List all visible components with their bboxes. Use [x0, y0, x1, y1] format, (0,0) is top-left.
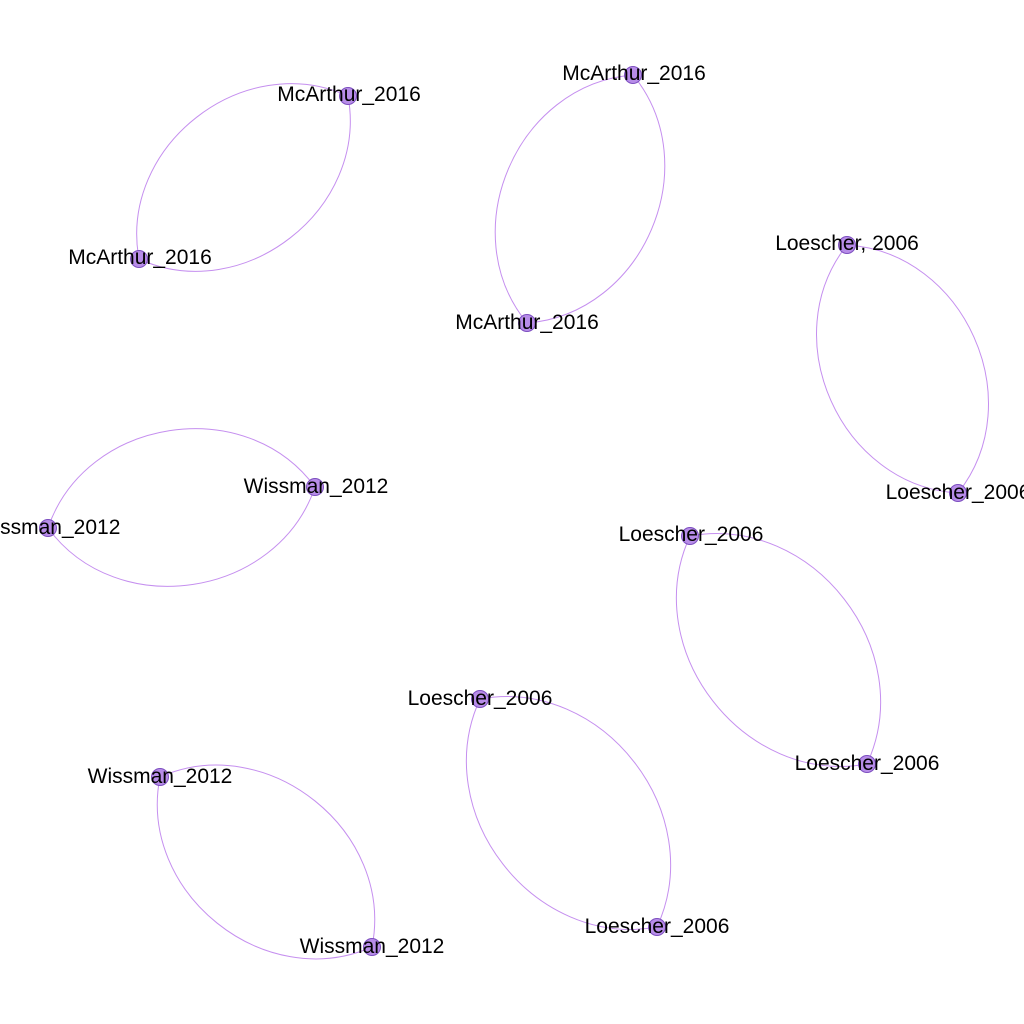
graph-edge [465, 698, 658, 930]
graph-edge [816, 244, 959, 494]
graph-edge [136, 83, 349, 260]
node-label: Loescher_2006 [795, 752, 940, 775]
graph-node [39, 519, 57, 537]
graph-edge [846, 244, 989, 494]
node-label: Loescher_2006 [585, 915, 730, 938]
graph-node [339, 87, 357, 105]
graph-edge [47, 428, 316, 529]
graph-node [858, 755, 876, 773]
node-label: McArthur_2016 [562, 62, 706, 85]
labels-layer: McArthur_2016McArthur_2016McArthur_2016M… [0, 62, 1024, 958]
node-label: McArthur_2016 [68, 246, 212, 269]
graph-node [151, 768, 169, 786]
graph-node [363, 938, 381, 956]
node-label: Wissman_2012 [0, 516, 120, 539]
nodes-layer [39, 66, 967, 956]
graph-edge [526, 74, 666, 324]
graph-node [130, 250, 148, 268]
node-label: McArthur_2016 [277, 83, 421, 106]
graph-edge [689, 533, 882, 765]
graph-node [648, 918, 666, 936]
graph-edge [675, 535, 868, 767]
graph-edge [47, 486, 316, 587]
node-label: Loescher, 2006 [775, 232, 919, 255]
graph-node [518, 314, 536, 332]
edges-layer [47, 74, 989, 960]
graph-edge [156, 776, 373, 960]
node-label: Wissman_2012 [244, 475, 389, 498]
node-label: McArthur_2016 [455, 311, 599, 334]
graph-node [306, 478, 324, 496]
node-label: Loescher_2006 [619, 523, 764, 546]
node-label: Loescher_2006 [886, 481, 1024, 504]
graph-node [624, 66, 642, 84]
graph-node [838, 236, 856, 254]
graph-edge [138, 95, 351, 272]
graph-node [681, 527, 699, 545]
node-label: Loescher_2006 [408, 687, 553, 710]
graph-edge [159, 764, 376, 948]
graph-edge [479, 696, 672, 928]
graph-node [949, 484, 967, 502]
graph-edge [494, 74, 634, 324]
node-label: Wissman_2012 [300, 935, 445, 958]
graph-node [471, 690, 489, 708]
node-label: Wissman_2012 [88, 765, 233, 788]
